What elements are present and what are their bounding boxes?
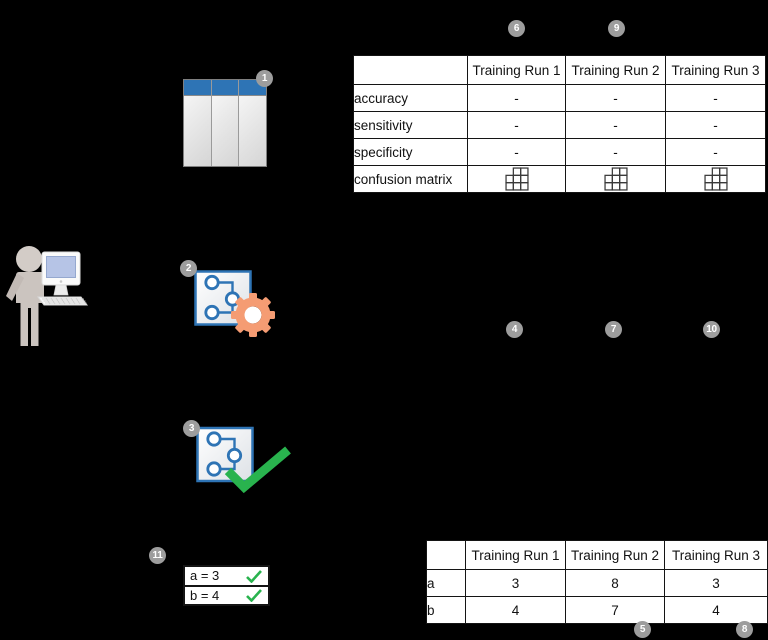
spreadsheet-table-icon [183,79,267,167]
table-icon-column [184,80,212,166]
flowchart-node [226,447,243,464]
green-checkmark-icon [246,569,262,583]
step-badge-10: 10 [703,321,720,338]
step-badge-4: 4 [506,321,523,338]
metric-value: - [665,138,766,166]
metric-value: - [665,84,766,112]
table-row: sensitivity - - - [353,111,766,139]
flowchart-with-checkmark-icon [196,426,254,483]
monitor-stand [53,284,69,296]
param-value: 4 [465,596,566,624]
metric-label: specificity [353,138,468,166]
metric-label: accuracy [353,84,468,112]
values-table-header-row: Training Run 1 Training Run 2 Training R… [426,540,768,570]
flowchart-node [204,304,220,321]
param-value: 3 [465,569,566,597]
confusion-matrix-cell [665,165,766,193]
green-checkmark-icon [246,589,262,603]
metrics-header-run2: Training Run 2 [565,55,666,85]
values-corner-cell [426,540,466,570]
flowchart-node [206,461,222,477]
values-table: Training Run 1 Training Run 2 Training R… [426,540,768,624]
metric-value: - [467,84,566,112]
metric-value: - [467,138,566,166]
step-badge-5: 5 [634,621,651,638]
values-header-run2: Training Run 2 [565,540,665,570]
step-badge-3: 3 [183,420,200,437]
metric-value: - [565,138,666,166]
table-row: a 3 8 3 [426,569,768,597]
result-text: a = 3 [190,568,220,584]
table-row: confusion matrix [353,165,766,193]
mini-grid-icon [703,167,728,191]
gear-icon [230,292,276,338]
step-badge-8: 8 [736,621,753,638]
computer-screen [46,256,76,278]
mini-grid-icon [603,167,628,191]
step-badge-1: 1 [256,70,273,87]
param-value: 3 [664,569,768,597]
metrics-header-run1: Training Run 1 [467,55,566,85]
metric-value: - [565,84,666,112]
confusion-matrix-cell [467,165,566,193]
results-box: a = 3 b = 4 [183,565,270,606]
result-row: b = 4 [185,587,268,605]
table-icon-header [184,80,211,96]
flowchart-node [204,274,220,291]
step-badge-11: 11 [149,547,166,564]
metric-value: - [467,111,566,139]
metric-value: - [565,111,666,139]
mini-grid-icon [504,167,529,191]
values-header-run3: Training Run 3 [664,540,768,570]
table-icon-column [239,80,267,166]
metric-value: - [665,111,766,139]
person-at-computer-icon [5,242,105,352]
result-text: b = 4 [190,587,220,603]
table-icon-column [211,80,240,166]
table-row: b 4 7 4 [426,596,768,624]
param-label: a [426,569,466,597]
step-badge-6: 6 [508,20,525,37]
table-row: specificity - - - [353,138,766,166]
green-checkmark-icon [222,444,296,494]
confusion-matrix-cell [565,165,666,193]
table-row: accuracy - - - [353,84,766,112]
param-value: 8 [565,569,665,597]
param-value: 4 [664,596,768,624]
flowchart-node [206,431,222,447]
metrics-corner-cell [353,55,468,85]
step-badge-2: 2 [180,260,197,277]
model-box [196,426,254,483]
person-head [16,246,42,272]
step-badge-7: 7 [605,321,622,338]
metric-label: confusion matrix [353,165,468,193]
param-label: b [426,596,466,624]
table-icon-header [211,80,239,96]
metrics-table: Training Run 1 Training Run 2 Training R… [353,55,766,193]
metrics-table-header-row: Training Run 1 Training Run 2 Training R… [353,55,766,85]
result-row: a = 3 [185,567,268,587]
step-badge-9: 9 [608,20,625,37]
metrics-header-run3: Training Run 3 [665,55,766,85]
values-header-run1: Training Run 1 [465,540,566,570]
metric-label: sensitivity [353,111,468,139]
param-value: 7 [565,596,665,624]
